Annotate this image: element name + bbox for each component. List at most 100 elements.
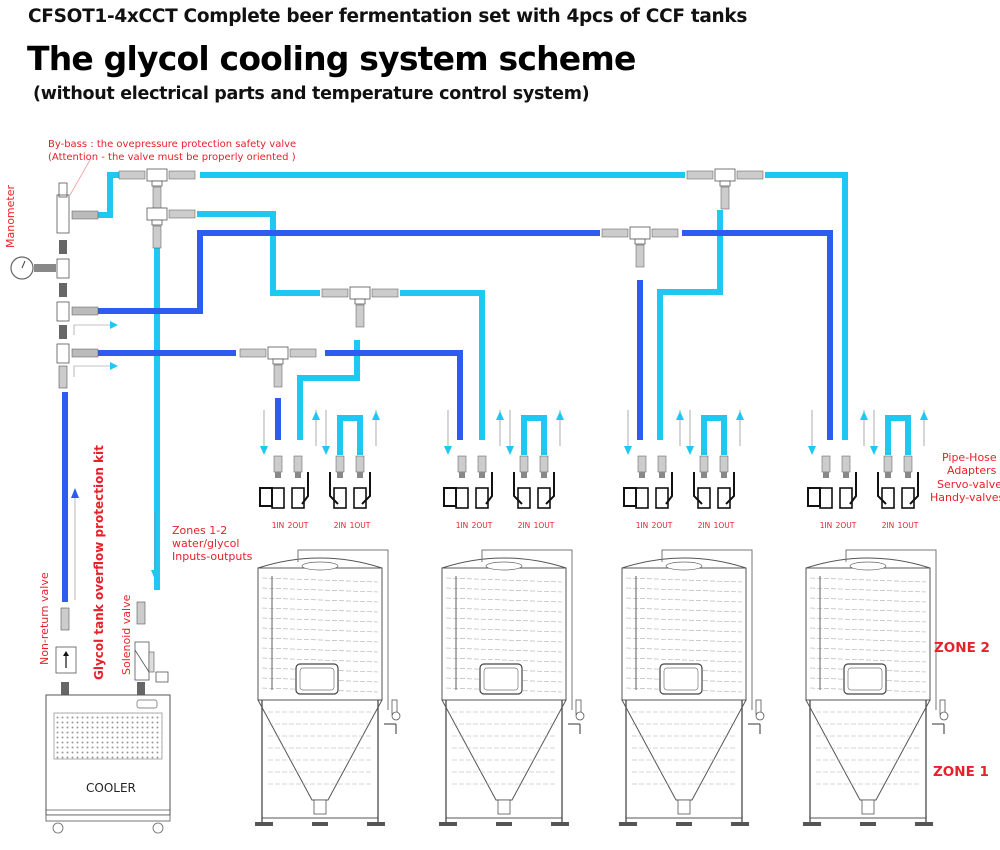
- co2-blowoff-pipe: [481, 549, 573, 710]
- port-label-1out: 1OUT: [714, 521, 735, 530]
- supply-pipe-tank1-2out: [297, 340, 360, 440]
- hose-adapter: [736, 170, 764, 180]
- handy-valve: [475, 487, 489, 509]
- cooling-jacket-line: [261, 587, 379, 593]
- flow-arrow-down-head: [808, 446, 816, 455]
- tee-outlet: [151, 219, 163, 226]
- hose-adapter: [58, 365, 68, 389]
- adapter-thread: [721, 472, 727, 478]
- port-label-2in: 2IN: [334, 521, 347, 530]
- tee-fitting-manometer: [56, 258, 70, 279]
- hose-adapter: [60, 607, 70, 631]
- top-manhole: [849, 561, 887, 571]
- cooler-wheel: [152, 822, 164, 834]
- cooling-jacket-line: [445, 637, 563, 643]
- hose-adapter: [635, 244, 645, 268]
- adapter-thread: [337, 472, 343, 478]
- cooling-jacket-line: [445, 657, 563, 663]
- tee-outlet: [719, 180, 731, 187]
- cooling-jacket-line: [445, 577, 563, 583]
- cooler-display: [136, 699, 158, 709]
- cooling-jacket-line: [445, 607, 563, 613]
- supply-pipe-bypass: [98, 172, 122, 218]
- cooling-jacket-line: [625, 647, 743, 653]
- hose-adapter: [651, 228, 679, 238]
- servo-actuator-icon: [259, 487, 273, 507]
- hose-adapter: [371, 288, 399, 298]
- sample-valve-handle: [575, 711, 585, 721]
- manway-door: [479, 663, 523, 695]
- handy-valve: [881, 487, 895, 509]
- handy-valve: [655, 487, 669, 509]
- hose-adapter: [686, 170, 714, 180]
- servo-valves-label: Servo-valves: [937, 478, 1000, 491]
- cooler-unit: COOLER: [45, 694, 171, 834]
- solenoid-coil: [148, 651, 155, 673]
- cooling-jacket-line: [261, 597, 379, 603]
- flow-arrow-down-head: [151, 570, 159, 580]
- valve-handle: [665, 472, 673, 505]
- tee-body: [146, 207, 168, 221]
- flow-arrow-up-head: [556, 411, 564, 420]
- hose-adapter: [152, 225, 162, 249]
- hose-adapter: [71, 348, 99, 358]
- hose-adapter: [168, 209, 196, 219]
- bottom-outlet: [677, 799, 691, 815]
- flow-arrow-up-head: [312, 411, 320, 420]
- valve-handle: [693, 472, 703, 505]
- hose-adapter: [168, 170, 196, 180]
- pipe-hose-adapter: [539, 455, 549, 473]
- co2-blowoff-pipe: [845, 549, 937, 710]
- pipe-hose-adapter: [657, 455, 667, 473]
- nipple-fitting: [59, 325, 67, 339]
- port-label-2in: 2IN: [698, 521, 711, 530]
- bypass-label-line1: By-bass : the ovepressure protection saf…: [48, 139, 296, 150]
- flow-arrow-down-head: [686, 446, 694, 455]
- pipe-hose-adapter: [699, 455, 709, 473]
- pipe-hose-adapter: [273, 455, 283, 473]
- pipe-hose-adapter: [883, 455, 893, 473]
- cooling-jacket-line: [445, 647, 563, 653]
- cooling-jacket-line: [809, 617, 927, 623]
- manway-inner: [299, 667, 335, 691]
- pipe-hose-adapter: [841, 455, 851, 473]
- manometer-needle: [21, 260, 26, 269]
- manway-door: [659, 663, 703, 695]
- handy-valve: [697, 487, 711, 509]
- hose-adapter: [152, 186, 162, 210]
- cooling-jacket-line: [261, 657, 379, 663]
- pipe-hose-adapter: [335, 455, 345, 473]
- tee-fitting-return-mid: [239, 346, 317, 388]
- flow-arrow-up-head: [676, 411, 684, 420]
- tee-body: [629, 226, 651, 240]
- cooling-jacket-line: [625, 587, 743, 593]
- bottom-outlet: [497, 799, 511, 815]
- solenoid-valve: [134, 601, 169, 696]
- sample-valve-handle: [755, 711, 765, 721]
- adapter-thread: [521, 472, 527, 478]
- tank-foot: [803, 822, 821, 826]
- valve-handle: [329, 472, 339, 505]
- valve-handle: [725, 472, 735, 505]
- tank-cone: [441, 699, 567, 801]
- tee-fitting-top-left: [118, 168, 196, 210]
- page-title: The glycol cooling system scheme: [27, 39, 636, 78]
- pipe-network: [62, 172, 848, 602]
- sample-valve-handle: [939, 711, 949, 721]
- tank-foot: [860, 822, 876, 826]
- adapter-thread: [459, 472, 465, 478]
- manway-inner: [847, 667, 883, 691]
- handy-valve: [839, 487, 853, 509]
- valve-handle: [513, 472, 523, 505]
- handy-valve: [901, 487, 915, 509]
- cooling-jacket-line: [261, 607, 379, 613]
- supply-pipe-branch: [197, 211, 320, 296]
- adapter-thread: [357, 472, 363, 478]
- flow-arrow-down-head: [322, 446, 330, 455]
- safety-valve-body: [56, 194, 70, 234]
- valve-handle: [361, 472, 371, 505]
